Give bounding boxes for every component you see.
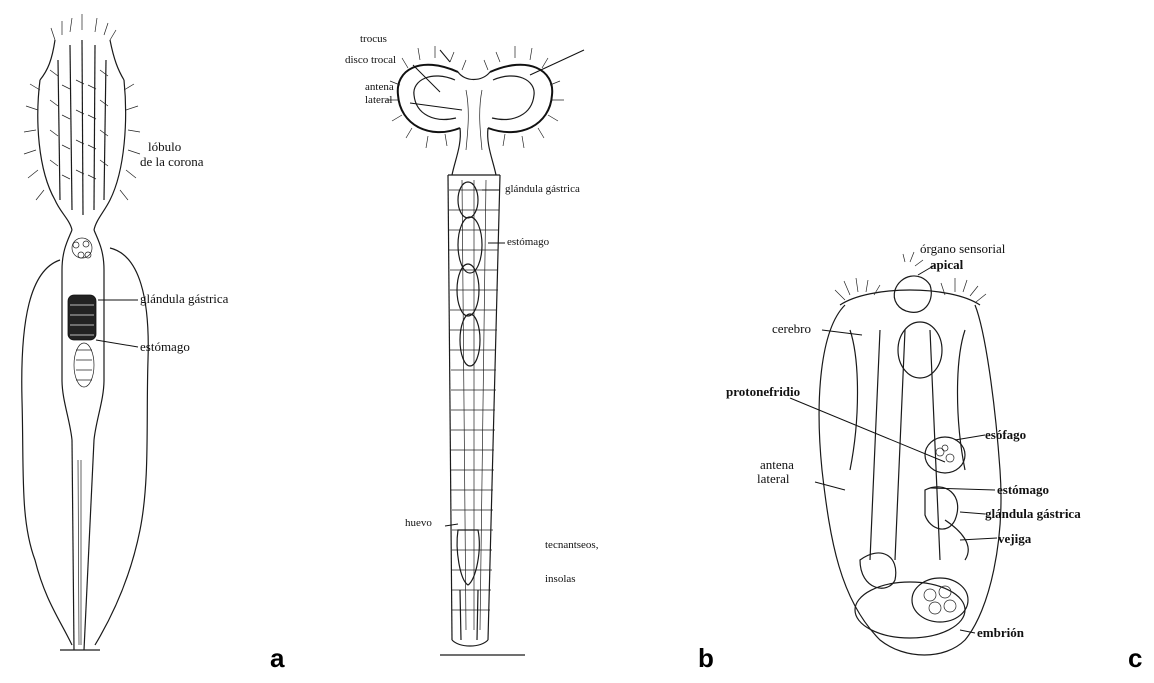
label-c-organo-1: órgano sensorial [920,242,1005,256]
label-b-antena-2: lateral [365,95,392,107]
label-b-disco: disco trocal [345,55,396,67]
label-b-note-1: tecnantseos, [545,540,598,552]
organism-b-drawing [386,46,584,655]
organism-a-drawing [22,14,148,650]
label-b-trocus: trocus [360,34,387,46]
label-c-cerebro: cerebro [772,322,811,336]
label-c-antena-2: lateral [757,472,789,486]
organism-c-drawing [790,252,1001,655]
label-b-glandula: glándula gástrica [505,184,580,196]
panel-letter-a: a [270,643,284,674]
label-a-glandula: glándula gástrica [140,292,228,306]
label-c-glandula: glándula gástrica [985,507,1081,521]
label-c-embrion: embrión [977,626,1024,640]
panel-letter-b: b [698,643,714,674]
label-b-huevo: huevo [405,518,432,530]
label-c-antena-1: antena [760,458,794,472]
label-c-vejiga: vejiga [998,532,1031,546]
label-c-organo-2: apical [930,258,963,272]
label-b-note-2: insolas [545,574,576,586]
label-c-esofago: esófago [985,428,1026,442]
panel-letter-c: c [1128,643,1142,674]
label-b-estomago: estómago [507,237,549,249]
label-a-corona: de la corona [140,155,204,169]
label-c-estomago: estómago [997,483,1049,497]
label-a-lobulo: lóbulo [148,140,181,154]
label-b-antena-1: antena [365,82,394,94]
label-c-protonefridio: protonefridio [726,385,800,399]
label-a-estomago: estómago [140,340,190,354]
